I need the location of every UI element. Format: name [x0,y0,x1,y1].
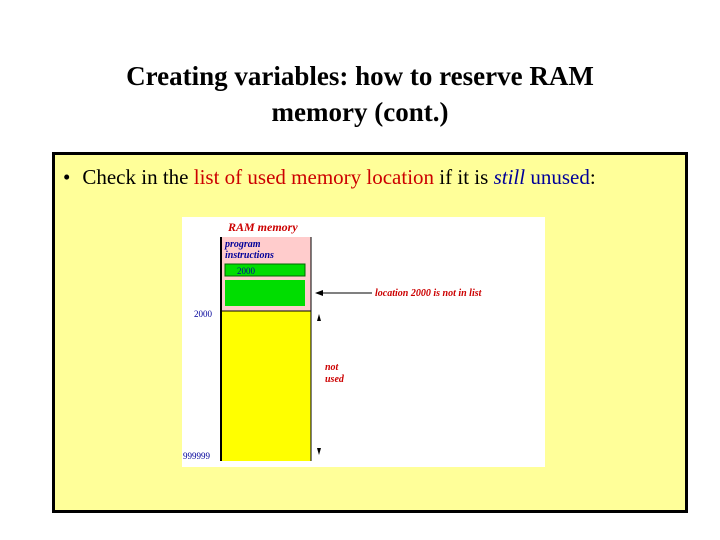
annotation-text: location 2000 is not in list [375,288,483,299]
bullet-text-still: still [493,165,526,189]
address-2000: 2000 [194,309,213,319]
slide-title-line-1: Creating variables: how to reserve RAM [126,61,594,91]
range-label-2: used [325,374,345,385]
range-label-1: not [325,362,340,373]
annotation-arrow-head [315,290,323,296]
diagram-heading: RAM memory [227,220,298,234]
address-999999: 999999 [183,451,211,461]
slide-title: Creating variables: how to reserve RAM m… [40,58,680,130]
location-cell-label: 2000 [237,266,256,276]
program-label-2: instructions [225,250,274,261]
bullet-item: • Check in the list of used memory locati… [63,164,596,190]
ram-diagram: RAM memory program instructions 2000 loc… [182,217,545,467]
program-label-1: program [224,239,261,250]
bullet-text-unused: unused [530,165,590,189]
bullet-text-colon: : [589,165,596,189]
bullet-text-3: if it is [434,165,494,189]
bullet-text-1: Check in the [82,165,194,189]
memory-program-block [225,280,305,306]
range-bottom-mark [317,448,321,455]
ram-diagram-svg: RAM memory program instructions 2000 loc… [183,220,483,461]
bullet-marker: • [63,165,71,189]
slide-title-line-2: memory (cont.) [271,97,449,127]
bullet-text-used-list: list of used memory location [193,165,435,189]
memory-location-2000-cell [224,263,306,277]
range-top-mark [317,314,321,321]
content-box: • Check in the list of used memory locati… [52,152,688,513]
